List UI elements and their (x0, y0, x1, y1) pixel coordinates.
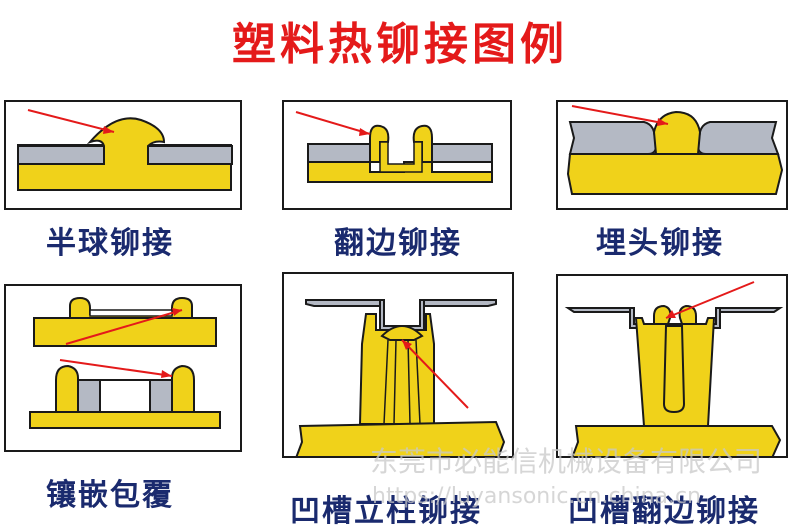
metal-plate-right (696, 121, 780, 155)
metal-plate-left (307, 143, 371, 163)
pointer-arrowhead (402, 340, 412, 350)
caption-groove-post: 凹槽立柱铆接 (290, 494, 482, 529)
caption-flange: 翻边铆接 (334, 226, 462, 261)
flange-left (653, 304, 672, 325)
pointer-arrow (27, 109, 115, 133)
post-core (662, 325, 686, 414)
plastic-bottom-base (29, 411, 221, 429)
pointer-arrowhead (103, 126, 114, 134)
plastic-base (566, 153, 784, 195)
inlay-insert-bottom (99, 379, 151, 413)
plastic-base (295, 420, 506, 456)
diagram-inlay (4, 284, 242, 452)
post-line-3 (407, 339, 411, 425)
flange-cup (379, 141, 423, 173)
inlay-insert-top (89, 309, 173, 317)
metal-plate-left (17, 145, 105, 165)
diagram-embedded-head (556, 100, 788, 210)
caption-groove-flange: 凹槽翻边铆接 (568, 494, 760, 529)
metal-plate-right (431, 143, 493, 163)
post-line-2 (393, 339, 397, 425)
plastic-base (571, 425, 782, 456)
pointer-arrow (665, 281, 755, 319)
diagram-half-ball (4, 100, 242, 210)
countersunk-rivet (652, 110, 702, 155)
pointer-arrowhead-bottom (161, 370, 172, 378)
page-title: 塑料热铆接图例 (232, 19, 568, 70)
plastic-post-right (171, 364, 195, 413)
pointer-arrow-bottom (59, 359, 173, 377)
pointer-arrowhead (666, 310, 676, 318)
watermark-company: 东莞市必能信机械设备有限公司 (370, 445, 763, 478)
metal-plate-left (568, 121, 658, 155)
pointer-arrowhead (359, 128, 370, 136)
watermark-url: https://luyansonic.cn.china.cn (372, 484, 702, 509)
metal-sheet (564, 307, 784, 313)
pointer-arrowhead (657, 118, 668, 126)
plastic-post-left (55, 364, 79, 413)
diagram-flange (282, 100, 512, 210)
caption-embedded-head: 埋头铆接 (596, 226, 724, 261)
diagram-groove-post (282, 272, 514, 458)
post-head (380, 325, 424, 341)
post-line-1 (383, 339, 389, 425)
pointer-arrow (571, 105, 669, 125)
pointer-arrow-top (65, 309, 183, 345)
metal-block-left (77, 379, 101, 413)
pointer-arrow (401, 339, 469, 409)
caption-inlay: 镶嵌包覆 (46, 478, 174, 513)
metal-block-right (149, 379, 173, 413)
pointer-arrow (295, 111, 371, 135)
diagram-groove-flange (556, 274, 788, 458)
metal-plate-right (147, 145, 233, 165)
metal-sheet (305, 299, 497, 307)
rivet-neck (105, 160, 147, 168)
pointer-arrowhead-top (172, 308, 182, 316)
caption-half-ball: 半球铆接 (46, 226, 174, 261)
plastic-top-base (33, 317, 217, 347)
